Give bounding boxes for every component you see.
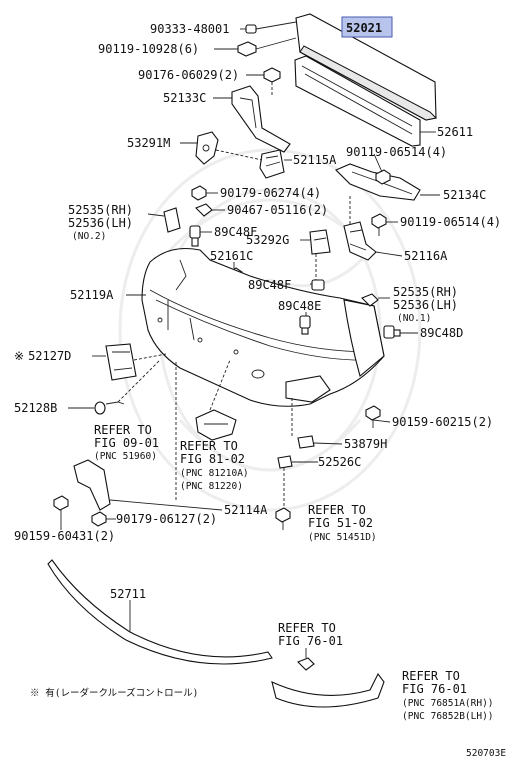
bolt-90119-part[interactable] [237,41,257,57]
label-53879h[interactable]: 53879H [344,437,387,451]
cover-52128b-part[interactable] [94,401,125,415]
ref2-line1[interactable]: REFER TO [180,439,238,453]
support-52114a-part[interactable] [73,459,111,511]
label-90333[interactable]: 90333-48001 [150,22,229,36]
sensor-89c48d-part[interactable] [383,325,401,339]
label-52536b[interactable]: 52536(LH) [393,298,458,312]
ref5-line4: (PNC 76852B(LH)) [402,711,494,722]
label-90179b[interactable]: 90179-06127(2) [116,512,217,526]
label-52711[interactable]: 52711 [110,587,146,601]
label-90119a[interactable]: 90119-10928(6) [98,42,199,56]
label-52119a[interactable]: 52119A [70,288,114,302]
label-90467[interactable]: 90467-05116(2) [227,203,328,217]
ref3-line1[interactable]: REFER TO [308,503,366,517]
label-52535b[interactable]: 52535(RH) [393,285,458,299]
ref2-line3: (PNC 81210A) [180,468,249,479]
label-90159b[interactable]: 90159-60431(2) [14,529,115,543]
sensor-89c48e-part[interactable] [299,279,325,335]
ref1-line3: (PNC 51960) [94,451,157,462]
sensor-89c48f-a-part[interactable] [189,225,201,247]
retainer-52526c-part[interactable] [277,455,293,469]
bracket-52127d-part[interactable] [105,343,137,381]
retainer-52115a-part[interactable] [259,149,285,179]
label-52134c[interactable]: 52134C [443,188,486,202]
lower-garnish-part[interactable] [271,672,385,708]
screw-90159b-part[interactable] [53,495,69,520]
label-89c48f-a[interactable]: 89C48F [214,225,257,239]
ref5-line3: (PNC 76851A(RH)) [402,698,494,709]
fog-lamp-part[interactable] [195,409,237,441]
label-53292g[interactable]: 53292G [246,233,289,247]
ref2-line4: (PNC 81220) [180,481,243,492]
bolt-90119c-part[interactable] [371,213,387,236]
ref5-line2[interactable]: FIG 76-01 [402,682,467,696]
label-90119c[interactable]: 90119-06514(4) [400,215,501,229]
label-no1: (NO.1) [397,313,431,324]
retainer-52535b-part[interactable] [361,293,379,307]
label-52133c[interactable]: 52133C [163,91,206,105]
retainer-52116a-part[interactable] [343,221,377,261]
label-89c48e[interactable]: 89C48E [278,299,321,313]
bumper-reinforcement-part[interactable] [294,13,438,147]
label-52115a[interactable]: 52115A [293,153,337,167]
screw-52526c-part[interactable] [275,507,291,530]
ref4-line2[interactable]: FIG 76-01 [278,634,343,648]
clip-53879h-part[interactable] [297,435,315,449]
ref1-line1[interactable]: REFER TO [94,423,152,437]
ref3-line3: (PNC 51451D) [308,532,377,543]
bolt-90119b-part[interactable] [375,169,391,185]
label-90179a[interactable]: 90179-06274(4) [220,186,321,200]
clip-90179b-part[interactable] [91,511,107,527]
bracket-53291m-part[interactable] [195,131,219,165]
screw-90159a-part[interactable] [365,405,381,428]
label-90176[interactable]: 90176-06029(2) [138,68,239,82]
ref1-line2[interactable]: FIG 09-01 [94,436,159,450]
label-90159a[interactable]: 90159-60215(2) [392,415,493,429]
label-52526c[interactable]: 52526C [318,455,361,469]
label-52536a[interactable]: 52536(LH) [68,216,133,230]
bracket-52133c-part[interactable] [231,85,291,153]
label-52116a[interactable]: 52116A [404,249,448,263]
bracket-52134c-part[interactable] [335,163,421,201]
label-53291m[interactable]: 53291M [127,136,170,150]
ref2-line2[interactable]: FIG 81-02 [180,452,245,466]
ref4-line1[interactable]: REFER TO [278,621,336,635]
footnote-radar-cruise: ※ 有(レーダークルーズコントロール) [30,687,198,699]
ref5-line1[interactable]: REFER TO [402,669,460,683]
label-89c48d[interactable]: 89C48D [420,326,463,340]
label-52535a[interactable]: 52535(RH) [68,203,133,217]
bumper-cover-52119a-part[interactable] [141,247,385,407]
label-89c48f-b[interactable]: 89C48F [248,278,291,292]
clip-90179a-part[interactable] [191,185,207,201]
leader-lines [60,21,440,658]
nut-90176-part[interactable] [263,67,281,83]
diagram-code: 520703E [466,748,506,759]
label-no2: (NO.2) [72,231,106,242]
clip-90333-part[interactable] [245,24,257,34]
label-52021[interactable]: 52021 [346,21,382,35]
label-52128b[interactable]: 52128B [14,401,57,415]
label-52161c[interactable]: 52161C [210,249,253,263]
moulding-52711-part[interactable] [47,559,273,665]
clip-76-part[interactable] [297,657,315,671]
label-52127d[interactable]: ※52127D [14,349,71,363]
label-90119b[interactable]: 90119-06514(4) [346,145,447,159]
retainer-52535a-part[interactable] [163,207,181,233]
ref3-line2[interactable]: FIG 51-02 [308,516,373,530]
bracket-53292g-part[interactable] [309,229,331,255]
highlight-52021-box [341,16,393,38]
label-52114a[interactable]: 52114A [224,503,268,517]
part-labels: 90333-48001 52021 90119-10928(6) 90176-0… [14,21,506,759]
label-52611[interactable]: 52611 [437,125,473,139]
